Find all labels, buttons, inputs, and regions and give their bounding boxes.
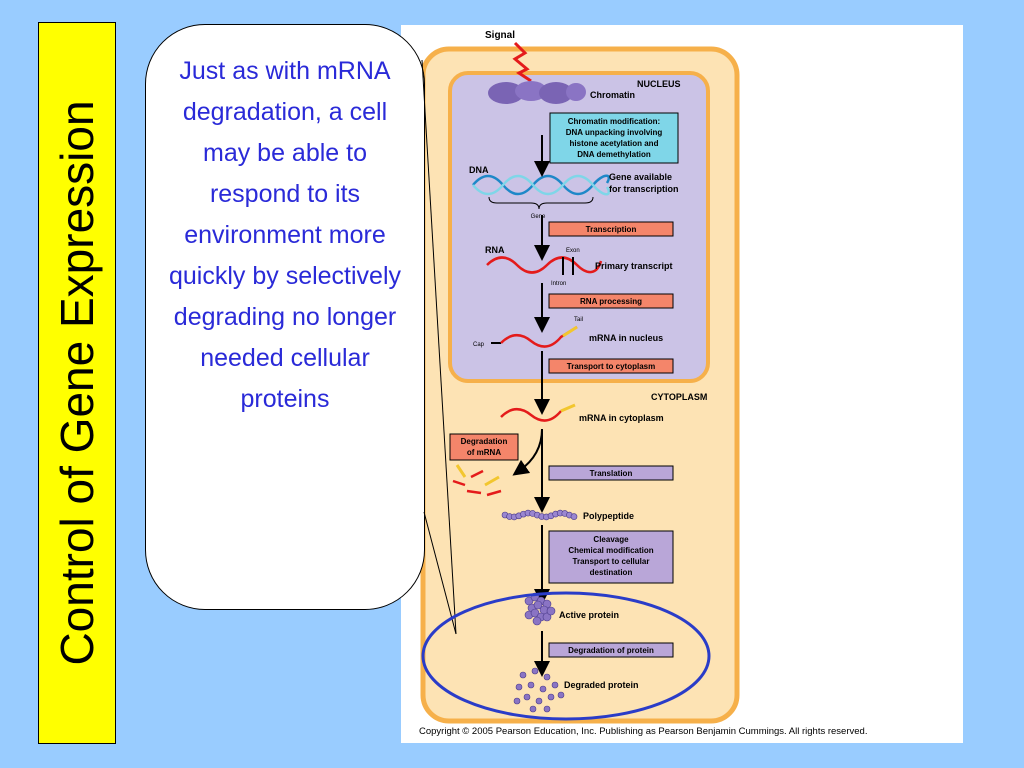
chromatin-mod-line-3: histone acetylation and (570, 139, 659, 148)
primary-transcript-strand (486, 256, 603, 274)
cleavage-box (548, 530, 674, 584)
transcription-label: Transcription (586, 225, 637, 234)
dna-strand-2 (472, 174, 610, 196)
rna-processing-box (548, 293, 674, 309)
gene-expression-diagram: Signal NUCLEUS Chromatin Chromatin modif… (419, 30, 867, 737)
transport-box (548, 358, 674, 374)
primary-transcript-label: Primary transcript (595, 261, 673, 271)
mrna-cytoplasm-strand (500, 408, 562, 422)
mrna-cytoplasm-label: mRNA in cytoplasm (579, 413, 664, 423)
polypeptide-label: Polypeptide (583, 511, 634, 521)
cytoplasm-label: CYTOPLASM (651, 392, 707, 402)
cleavage-line-1: Cleavage (593, 535, 629, 544)
callout-text: Just as with mRNA degradation, a cell ma… (168, 57, 402, 413)
chromatin-mod-line-1: Chromatin modification: (568, 117, 660, 126)
degraded-protein-label: Degraded protein (564, 680, 639, 690)
degraded-mrna-fragments (452, 464, 502, 497)
gene-available-line-1: Gene available (609, 172, 672, 182)
poly-a-tail (562, 325, 578, 338)
chromatin-mod-line-4: DNA demethylation (577, 150, 651, 159)
copyright-text: Copyright © 2005 Pearson Education, Inc.… (419, 726, 867, 737)
degradation-mrna-line-2: of mRNA (467, 448, 501, 457)
mrna-cytoplasm-tail (560, 403, 576, 413)
gene-expression-figure: Signal NUCLEUS Chromatin Chromatin modif… (401, 25, 963, 743)
active-protein-label: Active protein (559, 610, 619, 620)
translation-label: Translation (590, 469, 633, 478)
chromatin-modification-box (549, 112, 679, 164)
translation-box (548, 465, 674, 481)
intron-label: Intron (551, 281, 566, 287)
cleavage-line-2: Chemical modification (568, 546, 653, 555)
gene-bracket (488, 196, 594, 210)
gene-available-line-2: for transcription (609, 184, 679, 194)
mrna-nucleus-strand (500, 325, 578, 348)
polypeptide-chain (501, 509, 578, 521)
signal-bolt-icon (512, 41, 532, 83)
tail-label: Tail (574, 317, 583, 323)
transcription-box (548, 221, 674, 237)
rna-label: RNA (485, 245, 505, 255)
chromatin-icon (488, 81, 586, 104)
dna-label: DNA (469, 165, 489, 175)
callout-bubble: Just as with mRNA degradation, a cell ma… (145, 24, 425, 610)
cleavage-line-4: destination (590, 568, 633, 577)
degradation-protein-label: Degradation of protein (568, 646, 654, 655)
transport-label: Transport to cytoplasm (567, 362, 655, 371)
gene-label: Gene (531, 214, 546, 220)
title-bar: Control of Gene Expression (38, 22, 116, 744)
chromatin-mod-line-2: DNA unpacking involving (566, 128, 663, 137)
signal-label: Signal (485, 30, 515, 41)
slide-title: Control of Gene Expression (51, 100, 103, 666)
chromatin-label: Chromatin (590, 90, 635, 100)
rna-processing-label: RNA processing (580, 297, 642, 306)
cleavage-line-3: Transport to cellular (573, 557, 650, 566)
degradation-mrna-line-1: Degradation (461, 437, 508, 446)
nucleus-label: NUCLEUS (637, 79, 681, 89)
cap-label: Cap (473, 342, 485, 348)
mrna-nucleus-label: mRNA in nucleus (589, 333, 663, 343)
exon-label: Exon (566, 248, 580, 254)
